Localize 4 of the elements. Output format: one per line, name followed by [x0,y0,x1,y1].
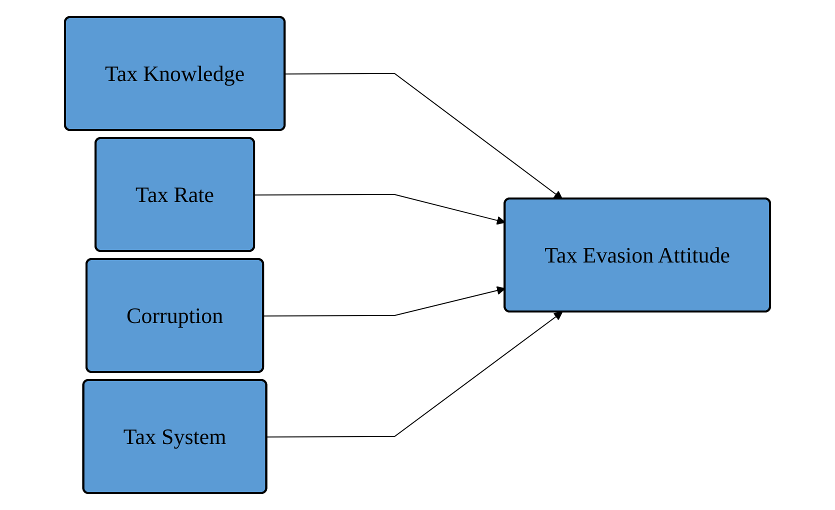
arrow [263,286,506,316]
arrow [254,194,506,225]
arrow [284,73,563,200]
arrow [266,312,563,438]
